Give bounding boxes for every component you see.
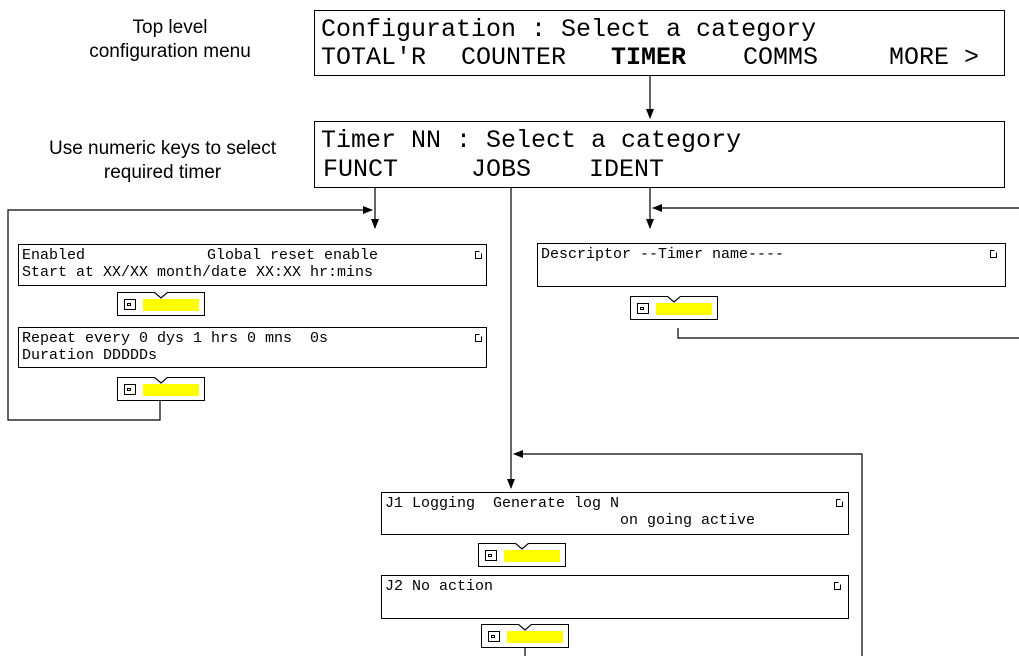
page-icon bbox=[475, 333, 483, 342]
keypad-icon bbox=[124, 384, 136, 395]
keypad-icon bbox=[485, 550, 497, 561]
menu-item-ident[interactable]: IDENT bbox=[589, 155, 665, 184]
funct1-start-at: Start at XX/XX month/date XX:XX hr:mins bbox=[22, 264, 374, 281]
notch-icon bbox=[515, 543, 529, 550]
menu-item-funct[interactable]: FUNCT bbox=[323, 155, 399, 184]
ident-screen: Descriptor --Timer name---- bbox=[537, 243, 1006, 287]
menu-item-more[interactable]: MORE > bbox=[889, 43, 980, 72]
notch-icon bbox=[667, 296, 681, 303]
jobs-loop-back bbox=[513, 450, 863, 656]
page-icon bbox=[836, 498, 844, 507]
funct1-enabled: Enabled bbox=[22, 247, 86, 264]
page-icon bbox=[834, 581, 842, 590]
caption-top-menu-line1: Top level bbox=[132, 17, 208, 38]
menu-item-jobs[interactable]: JOBS bbox=[471, 155, 532, 184]
funct2-duration: Duration DDDDDs bbox=[22, 347, 158, 364]
caption-timer-select: Use numeric keys to select required time… bbox=[10, 137, 315, 185]
value-field[interactable] bbox=[656, 303, 712, 315]
ident-descriptor: Descriptor --Timer name---- bbox=[541, 246, 785, 263]
jobs1-logging: J1 Logging Generate log N bbox=[385, 495, 620, 512]
keypad-entry-funct-1[interactable] bbox=[117, 292, 205, 316]
funct-screen-1: Enabled Global reset enable Start at XX/… bbox=[18, 244, 487, 286]
jobs2-no-action: J2 No action bbox=[385, 578, 494, 595]
funct1-global-reset: Global reset enable bbox=[207, 247, 379, 264]
notch-icon bbox=[518, 624, 532, 631]
keypad-entry-jobs-1[interactable] bbox=[478, 543, 566, 567]
timer-menu-title: Timer NN : Select a category bbox=[321, 126, 742, 155]
notch-icon bbox=[154, 377, 168, 384]
menu-item-comms[interactable]: COMMS bbox=[743, 43, 819, 72]
keypad-entry-jobs-2[interactable] bbox=[481, 624, 569, 648]
config-menu-title: Configuration : Select a category bbox=[321, 15, 817, 44]
menu-item-timer[interactable]: TIMER bbox=[611, 43, 687, 72]
menu-item-totalr[interactable]: TOTAL'R bbox=[321, 43, 427, 72]
funct-loop-back bbox=[7, 206, 373, 421]
funct2-repeat: Repeat every 0 dys 1 hrs 0 mns 0s bbox=[22, 330, 329, 347]
jobs-screen-2: J2 No action bbox=[381, 575, 849, 619]
keypad-entry-ident[interactable] bbox=[630, 296, 718, 320]
caption-top-menu: Top level configuration menu bbox=[60, 16, 280, 64]
caption-timer-select-line1: Use numeric keys to select bbox=[48, 138, 277, 159]
menu-item-counter[interactable]: COUNTER bbox=[461, 43, 567, 72]
jobs1-going-active: on going active bbox=[620, 512, 756, 529]
keypad-icon bbox=[124, 299, 136, 310]
funct-screen-2: Repeat every 0 dys 1 hrs 0 mns 0s Durati… bbox=[18, 327, 487, 368]
config-menu-screen: Configuration : Select a category TOTAL'… bbox=[314, 10, 1005, 76]
timer-menu-screen: Timer NN : Select a category FUNCT JOBS … bbox=[314, 121, 1005, 188]
keypad-icon bbox=[637, 303, 649, 314]
value-field[interactable] bbox=[504, 550, 560, 562]
value-field[interactable] bbox=[143, 384, 199, 396]
page-icon bbox=[475, 250, 483, 259]
notch-icon bbox=[154, 292, 168, 299]
keypad-entry-funct-2[interactable] bbox=[117, 377, 205, 401]
value-field[interactable] bbox=[143, 299, 199, 311]
jobs-screen-1: J1 Logging Generate log N on going activ… bbox=[381, 492, 849, 535]
caption-timer-select-line2: required timer bbox=[103, 162, 222, 183]
page-icon bbox=[990, 249, 998, 258]
ident-loop-right bbox=[677, 328, 1019, 339]
keypad-icon bbox=[488, 631, 500, 642]
caption-top-menu-line2: configuration menu bbox=[89, 41, 251, 62]
value-field[interactable] bbox=[507, 631, 563, 643]
